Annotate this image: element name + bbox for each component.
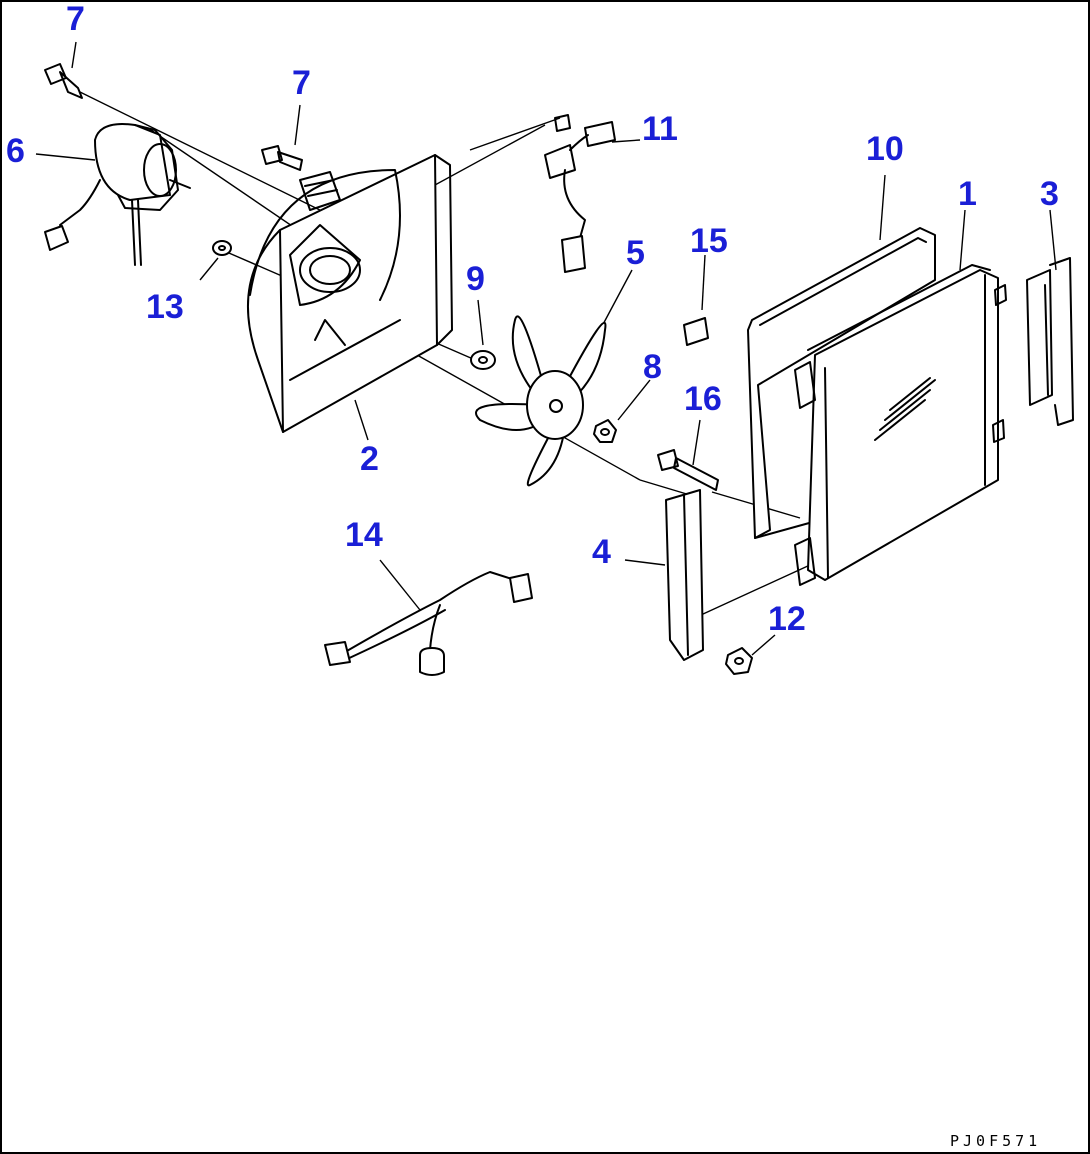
- callout-10: 10: [866, 130, 904, 168]
- fan-shroud-part-2: [247, 154, 453, 433]
- drawing-code: PJ0F571: [950, 1132, 1041, 1150]
- callout-5: 5: [626, 234, 645, 272]
- condenser-part-1: [794, 264, 1007, 586]
- callout-9: 9: [466, 260, 485, 298]
- side-bracket-part-3: [1026, 257, 1074, 426]
- callout-4: 4: [592, 533, 611, 571]
- callout-12: 12: [768, 600, 806, 638]
- callout-15: 15: [690, 222, 728, 260]
- callout-7-top: 7: [66, 0, 85, 38]
- wiring-harness-part-14: [324, 571, 533, 676]
- callout-14: 14: [345, 516, 383, 554]
- callout-13: 13: [146, 288, 184, 326]
- wiring-harness-part-11: [544, 114, 616, 273]
- label-plate-part-15: [683, 317, 709, 346]
- callout-3: 3: [1040, 175, 1059, 213]
- bolt-part-7-upper: [44, 63, 83, 99]
- callout-16: 16: [684, 380, 722, 418]
- fan-blade-part-5: [475, 315, 607, 487]
- callout-7-middle: 7: [292, 64, 311, 102]
- callout-8: 8: [643, 348, 662, 386]
- callout-11: 11: [642, 110, 678, 148]
- nut-part-8: [593, 419, 617, 443]
- nut-part-12: [725, 647, 753, 675]
- callout-leaders: [35, 41, 1057, 656]
- bolt-part-7-lower: [261, 145, 303, 171]
- gasket-part-10: [747, 227, 936, 539]
- callout-2: 2: [360, 440, 379, 478]
- callout-1: 1: [958, 175, 977, 213]
- fan-motor-part-6: [44, 123, 191, 266]
- callout-6: 6: [6, 132, 25, 170]
- washer-part-9: [470, 350, 496, 370]
- bolt-part-16: [657, 449, 719, 491]
- bracket-part-4: [665, 489, 704, 661]
- washer-part-13: [212, 240, 232, 256]
